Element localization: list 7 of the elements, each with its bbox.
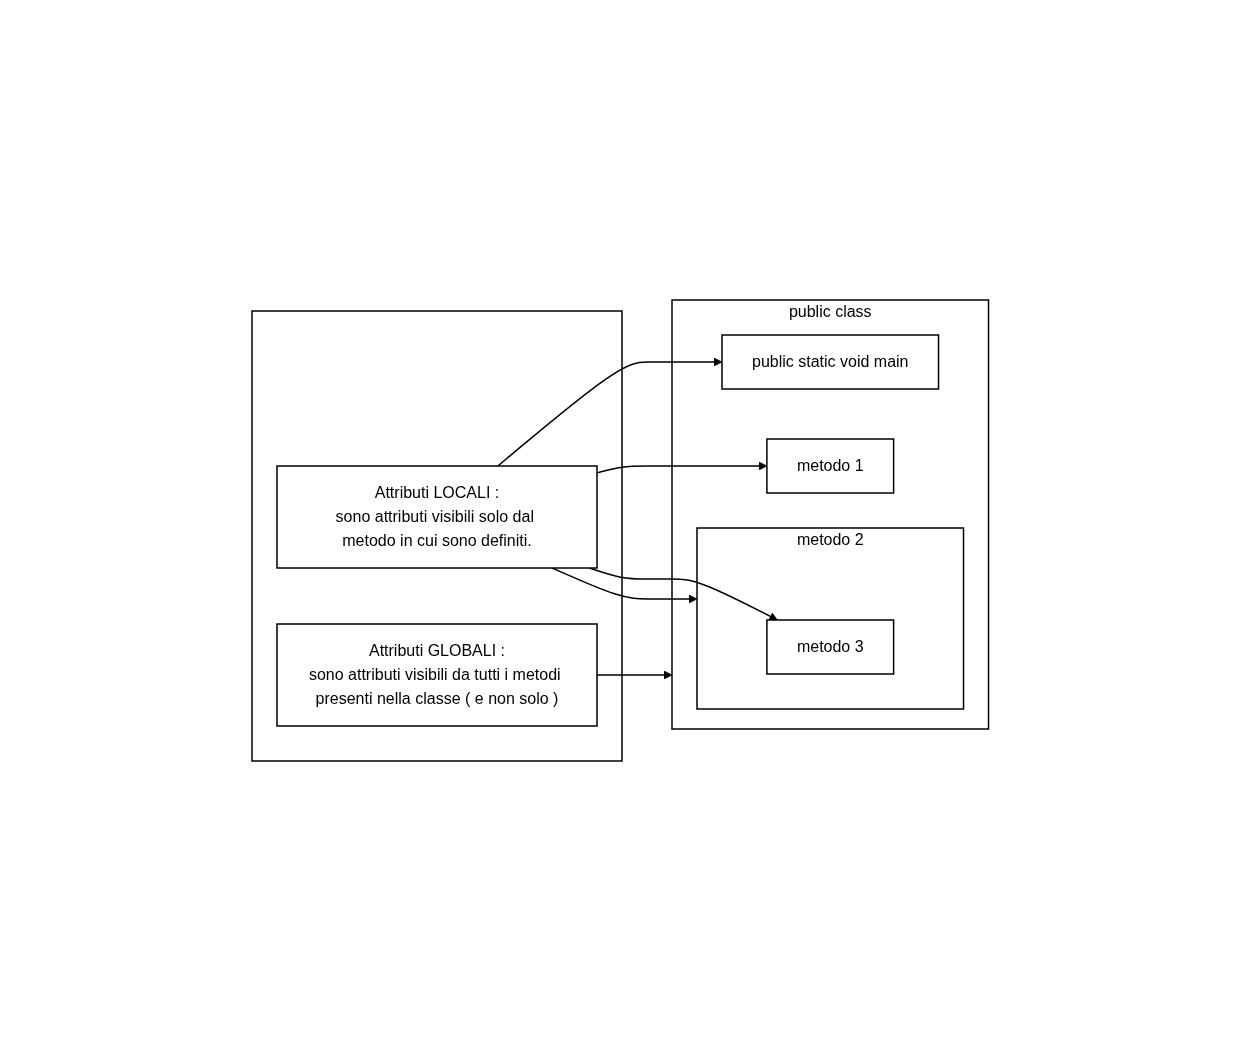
node-box: metodo 3 (765, 619, 895, 675)
node-box: public static void main (721, 334, 939, 390)
node-box: Attributi GLOBALI : sono attributi visibili da tutti i metodi presenti nella classe ( e non solo ) (276, 623, 598, 727)
arrow (596, 670, 673, 680)
cluster (251, 310, 623, 762)
node-box: metodo 1 (765, 438, 895, 494)
node-box: Attributi LOCALI : sono attributi visibili solo dal metodo in cui sono definiti. (276, 465, 598, 569)
